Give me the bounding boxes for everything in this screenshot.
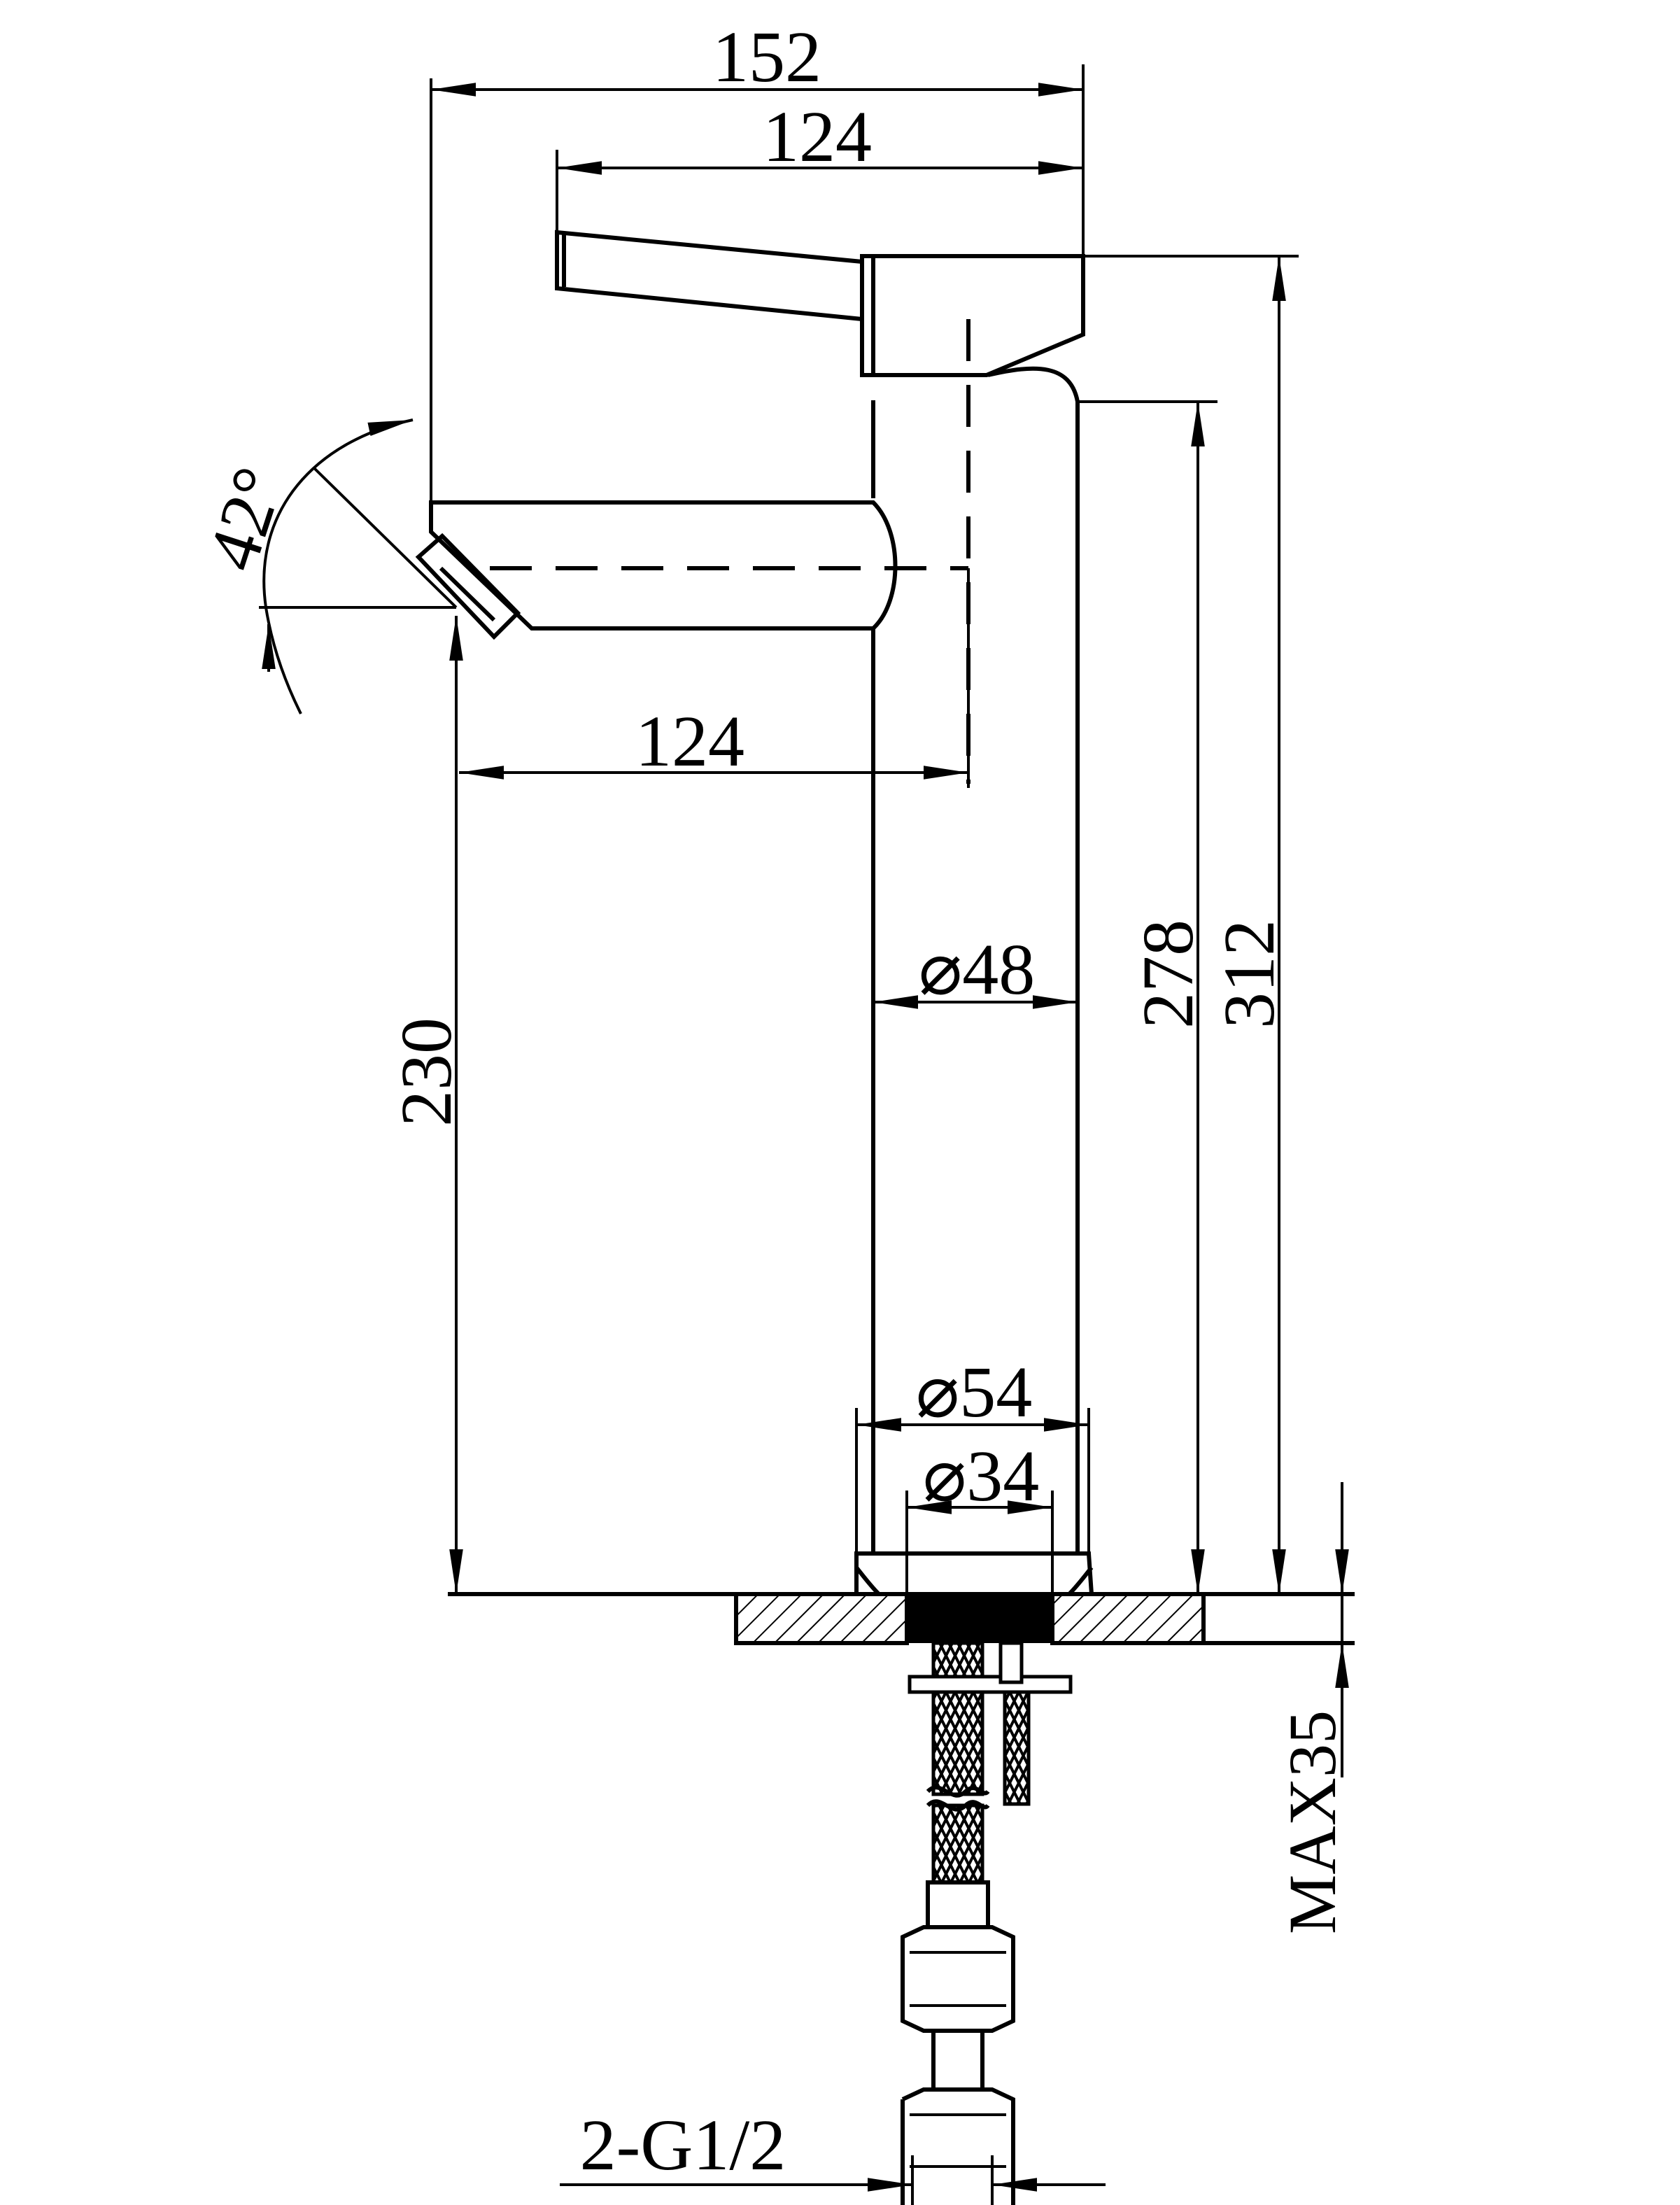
under-deck-hardware [901, 1641, 1073, 2205]
label-shank-diameter: ⌀34 [923, 1436, 1040, 1516]
label-spout-angle: 42° [192, 458, 299, 579]
label-body-height: 278 [1128, 920, 1208, 1029]
handle-cap [860, 254, 1085, 377]
label-overall-height: 312 [1209, 920, 1290, 1029]
faucet-outline [415, 230, 1094, 1596]
dim-arc-42 [262, 418, 414, 714]
label-spout-height: 230 [386, 1017, 467, 1127]
dimension-labels: 152 124 124 ⌀48 ⌀54 ⌀34 2-G1/2 230 278 3… [192, 17, 1350, 2185]
label-max-deck: MAX35 [1275, 1710, 1350, 1934]
mounting-stud [998, 1641, 1024, 1684]
center-lines [490, 319, 970, 784]
aerator [415, 533, 521, 640]
label-connection: 2-G1/2 [580, 2105, 786, 2185]
label-overall-width: 152 [712, 17, 821, 97]
supply-hose [931, 1641, 984, 1796]
nut-fitting [901, 2087, 1015, 2205]
handle-lever [555, 230, 864, 322]
deck-section [448, 1592, 1355, 1645]
mounting-shank [907, 1594, 1052, 1643]
spout [429, 500, 898, 630]
base-flange [854, 1551, 1094, 1596]
label-body-diameter: ⌀48 [919, 929, 1036, 1010]
label-spout-reach: 124 [635, 701, 744, 782]
label-base-diameter: ⌀54 [916, 1352, 1033, 1432]
label-handle-length: 124 [763, 97, 872, 177]
dimension-lines [259, 64, 1349, 2205]
